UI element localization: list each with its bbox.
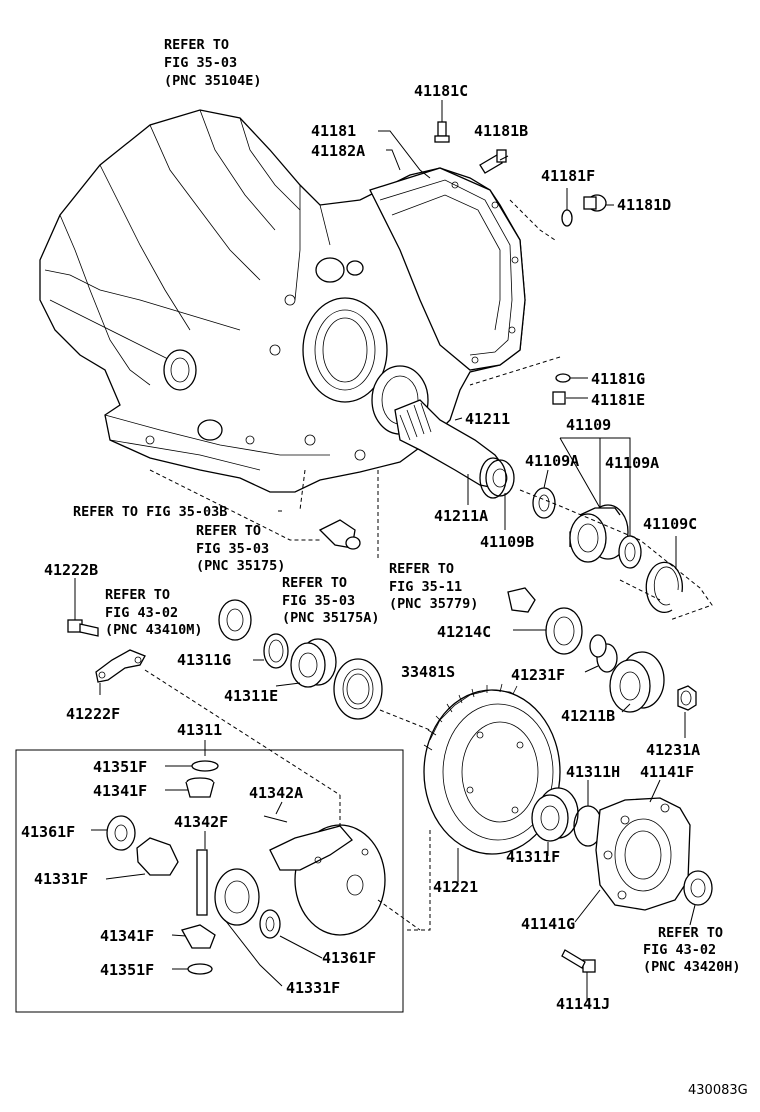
label-41342F: 41342F [174,813,228,831]
differential-parts-box [15,749,404,1013]
washer-41181F [561,209,573,227]
label-41311G: 41311G [177,651,231,669]
oil-seal-33481S [333,658,383,720]
ref-43420H-line1: REFER TO [658,925,723,941]
label-41211: 41211 [465,410,510,428]
ref-35104E-line2: FIG 35-03 [164,55,237,71]
ref-35-03b: REFER TO FIG 35-03B [73,504,227,520]
label-41214C: 41214C [437,623,491,641]
ref-35175A-line2: FIG 35-03 [282,593,355,609]
label-41231F: 41231F [511,666,565,684]
plug-41181E [552,391,566,405]
label-41222F: 41222F [66,705,120,723]
label-41331F-2: 41331F [286,979,340,997]
label-41141J: 41141J [556,995,610,1013]
label-41141G: 41141G [521,915,575,933]
bolt-41181B [479,149,507,174]
retainer-41141F [595,797,691,911]
output-shaft-assembly [394,399,515,499]
shim-41311G [263,633,289,669]
bolt-41222B [67,619,99,637]
ref-35779-line1: REFER TO [389,561,454,577]
bearing-41109 [569,504,629,563]
ref-43420H-line2: FIG 43-02 [643,942,716,958]
label-41221: 41221 [433,878,478,896]
label-41181C: 41181C [414,82,468,100]
nut-41231A [677,685,697,711]
bracket-41222F [95,649,146,683]
ref-35104E-line3: (PNC 35104E) [164,73,262,89]
washer-41181G [555,373,571,383]
label-41311H: 41311H [566,763,620,781]
label-41181E: 41181E [591,391,645,409]
bolt-41141J [561,949,596,973]
ref-35779-line2: FIG 35-11 [389,579,462,595]
label-41181G: 41181G [591,370,645,388]
bearing-41311E [290,638,337,688]
label-41341F-2: 41341F [100,927,154,945]
label-41311F: 41311F [506,848,560,866]
label-41222B: 41222B [44,561,98,579]
label-41211B: 41211B [561,707,615,725]
oil-seal-43410M [218,599,252,641]
part-labels: 41181C 41181 41182A 41181B 41181F 41181D… [21,82,700,1013]
ref-43420H-line3: (PNC 43420H) [643,959,741,975]
diagram-code: 430083G [688,1083,748,1098]
ref-35175-line3: (PNC 35175) [196,558,285,574]
reference-notes: REFER TO FIG 35-03 (PNC 35104E) REFER TO… [73,37,741,975]
transaxle-housing-illustration [39,109,526,493]
label-41181D: 41181D [617,196,671,214]
label-41181: 41181 [311,122,356,140]
washer-41109A-1 [532,487,556,519]
label-41181F: 41181F [541,167,595,185]
speed-sensor-part [318,519,361,550]
breather-plug-41181C [434,102,450,143]
label-41141F: 41141F [640,763,694,781]
label-41109B: 41109B [480,533,534,551]
speedometer-gear-part [507,587,536,613]
ref-35175-line1: REFER TO [196,523,261,539]
label-41311E: 41311E [224,687,278,705]
label-41351F-2: 41351F [100,961,154,979]
ref-43410M-line2: FIG 43-02 [105,605,178,621]
label-41109A-2: 41109A [605,454,659,472]
oil-seal-43420H [683,870,713,906]
label-41231A: 41231A [646,741,700,759]
oil-seal-41214C [545,607,583,655]
leader-lines [74,100,696,1000]
bushing-41231F [589,634,618,673]
label-41361F-1: 41361F [21,823,75,841]
label-41351F-1: 41351F [93,758,147,776]
label-41109C: 41109C [643,515,697,533]
label-41181B: 41181B [474,122,528,140]
washer-41109A-2 [618,535,642,569]
bearing-41211B [609,651,665,713]
label-41342A: 41342A [249,784,303,802]
label-41341F-1: 41341F [93,782,147,800]
label-41109A-1: 41109A [525,452,579,470]
ref-35779-line3: (PNC 35779) [389,596,478,612]
ref-43410M-line1: REFER TO [105,587,170,603]
label-41361F-2: 41361F [322,949,376,967]
label-33481S: 33481S [401,663,455,681]
ref-43410M-line3: (PNC 43410M) [105,622,203,638]
label-41109: 41109 [566,416,611,434]
label-41331F-1: 41331F [34,870,88,888]
ring-gear-41221 [423,683,561,855]
ref-35104E-line1: REFER TO [164,37,229,53]
dashed-alignment-lines [144,199,713,931]
label-41182A: 41182A [311,142,365,160]
label-41311: 41311 [177,721,222,739]
ref-35175A-line1: REFER TO [282,575,347,591]
plug-41181D [583,194,607,212]
ref-35175-line2: FIG 35-03 [196,541,269,557]
ref-35175A-line3: (PNC 35175A) [282,610,380,626]
label-41211A: 41211A [434,507,488,525]
snap-ring-41109C [645,561,683,614]
